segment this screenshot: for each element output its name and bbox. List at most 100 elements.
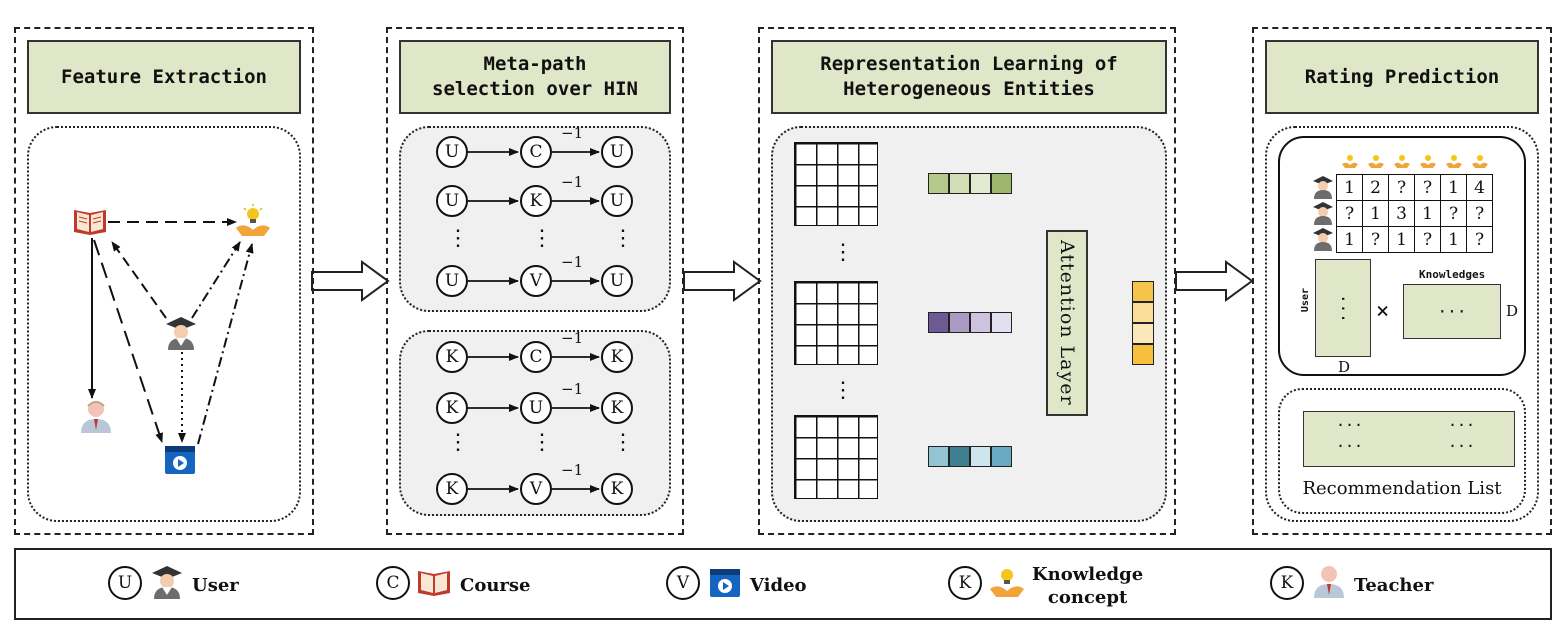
course-book-icon [74, 210, 106, 235]
embedding-cell-purple [991, 312, 1012, 333]
attention-layer-box: Attention Layer [1046, 230, 1088, 416]
edge-video-knowledge [197, 243, 254, 445]
vertical-ellipsis: ⋮ [447, 430, 469, 455]
rating-cell: ? [1336, 200, 1363, 227]
user-embedding-matrix: ··· [1315, 259, 1371, 357]
embedding-cell-green [970, 173, 991, 194]
recommendation-box [1278, 388, 1526, 514]
knowledge-bulb-icon [1368, 155, 1384, 168]
vertical-ellipsis: ⋮ [612, 226, 634, 251]
rec-dots-2: ··· [1336, 437, 1364, 455]
flow-arrow-2 [683, 260, 762, 302]
output-embedding-cell [1132, 281, 1154, 302]
knowledge-bulb-icon [1342, 155, 1358, 168]
knowledge-bulb-icon [1420, 155, 1436, 168]
embedding-cell-green [991, 173, 1012, 194]
user-dim-label: D [1338, 358, 1351, 376]
inverse-exponent: −1 [561, 124, 584, 142]
rating-cell: 1 [1336, 226, 1363, 253]
edge-course-video [93, 239, 163, 443]
feature-extraction-title: Feature Extraction [27, 40, 301, 114]
rating-cell: 1 [1388, 226, 1415, 253]
representation-panel [758, 27, 1176, 535]
rating-cell: ? [1466, 200, 1493, 227]
meta-path-title: Meta-path selection over HIN [399, 40, 671, 114]
legend-node-video: V [666, 566, 700, 600]
meta-path-node: K [601, 341, 633, 373]
embedding-cell-blue [928, 446, 949, 467]
embedding-cell-blue [970, 446, 991, 467]
rating-cell: 1 [1440, 226, 1467, 253]
rating-title: Rating Prediction [1265, 40, 1539, 114]
rec-dots-3: ··· [1448, 416, 1476, 434]
inverse-exponent: −1 [561, 461, 584, 479]
teacher-icon [1314, 566, 1344, 598]
user-icon [152, 566, 182, 599]
output-embedding-cell [1132, 344, 1154, 365]
knowledge-bulb-icon [236, 204, 270, 236]
meta-path-node: U [436, 265, 468, 297]
matrix-factorization-box [1278, 136, 1526, 376]
legend-label: Teacher [1354, 575, 1434, 596]
legend-box [14, 548, 1552, 620]
user-icon [1313, 228, 1333, 251]
embedding-cell-purple [970, 312, 991, 333]
embedding-cell-purple [949, 312, 970, 333]
adjacency-matrix [794, 281, 878, 365]
rating-cell: 1 [1336, 174, 1363, 201]
rating-cell: ? [1414, 174, 1441, 201]
meta-path-node: U [601, 185, 633, 217]
legend-node-user: U [108, 566, 142, 600]
feature-graph-area [27, 126, 301, 522]
legend-label: Knowledge concept [1032, 564, 1144, 608]
recommendation-list-label: Recommendation List [1302, 478, 1502, 499]
user-icon [166, 317, 196, 350]
video-icon [165, 446, 195, 474]
vertical-ellipsis: ⋮ [531, 430, 553, 455]
output-embedding-cell [1132, 302, 1154, 323]
knowledge-bulb-icon [1394, 155, 1410, 168]
rating-cell: 1 [1362, 200, 1389, 227]
meta-path-node: K [436, 473, 468, 505]
legend-label: User [192, 575, 239, 596]
knowledge-bulb-icon [1472, 155, 1488, 168]
rating-cell: ? [1414, 226, 1441, 253]
meta-path-node: K [601, 473, 633, 505]
rating-cell: 1 [1440, 174, 1467, 201]
meta-path-node: C [520, 341, 552, 373]
representation-title: Representation Learning of Heterogeneous… [771, 40, 1167, 114]
meta-path-node: U [520, 392, 552, 424]
embedding-cell-blue [949, 446, 970, 467]
knowledge-bulb-icon [1446, 155, 1462, 168]
rating-cell: 2 [1362, 174, 1389, 201]
edge-user-knowledge [191, 241, 241, 319]
user-matrix-dots: ··· [1333, 293, 1353, 323]
knowledge-axis-label: Knowledges [1419, 268, 1486, 281]
embedding-cell-blue [991, 446, 1012, 467]
legend-node-knowledge: K [948, 566, 982, 600]
meta-path-node: K [520, 185, 552, 217]
meta-path-node: U [436, 185, 468, 217]
legend-node-course: C [376, 566, 410, 600]
user-axis-label: User [1300, 288, 1311, 313]
rating-area [1265, 126, 1539, 522]
recommendation-list-box: ··· ··· ··· ··· [1303, 411, 1515, 467]
feature-extraction-panel [14, 27, 314, 535]
meta-path-node: V [520, 473, 552, 505]
rating-cell: ? [1362, 226, 1389, 253]
rating-cell: ? [1388, 174, 1415, 201]
legend-node-teacher: K [1270, 566, 1304, 600]
meta-path-node: U [601, 136, 633, 168]
rating-panel [1252, 27, 1552, 535]
user-icon [1313, 202, 1333, 225]
embedding-cell-green [928, 173, 949, 194]
vertical-ellipsis: ⋮ [612, 430, 634, 455]
rec-dots-1: ··· [1336, 416, 1364, 434]
meta-path-node: V [520, 265, 552, 297]
knowledge-dim-label: D [1506, 302, 1519, 320]
meta-path-node: K [436, 392, 468, 424]
meta-path-node: C [520, 136, 552, 168]
adjacency-matrix [794, 142, 878, 226]
multiply-symbol: × [1376, 299, 1390, 324]
